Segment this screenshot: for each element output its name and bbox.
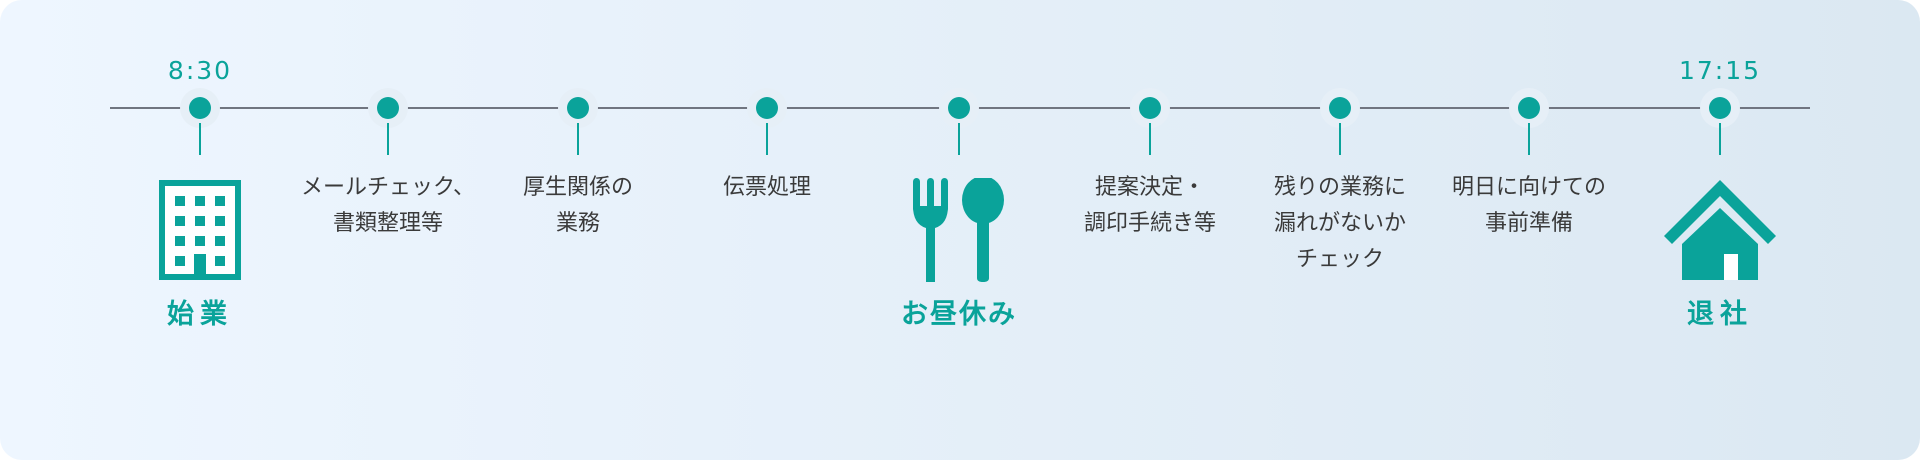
timeline-dot	[1139, 97, 1161, 119]
timeline-tick	[1528, 123, 1530, 155]
timeline-tick	[1339, 123, 1341, 155]
task-label: メールチェック、 書類整理等	[300, 175, 476, 236]
timeline-tick	[1719, 123, 1721, 155]
timeline-dot	[1709, 97, 1731, 119]
timeline-tick	[766, 123, 768, 155]
main-label-leave: 退社	[1687, 299, 1753, 330]
main-label-start: 始業	[167, 299, 233, 330]
timeline-dot	[948, 97, 970, 119]
task-label: 明日に向けての 事前準備	[1451, 175, 1606, 236]
timeline-dot	[1518, 97, 1540, 119]
timeline-dot	[756, 97, 778, 119]
fork-spoon-icon	[913, 178, 1004, 282]
task-label: 残りの業務に 漏れがないか チェック	[1273, 175, 1406, 272]
timeline-dot	[1329, 97, 1351, 119]
timeline-tick	[387, 123, 389, 155]
node-time: 17:15	[1678, 56, 1762, 85]
office-building-icon	[159, 180, 241, 280]
timeline-dot	[377, 97, 399, 119]
timeline-tick	[199, 123, 201, 155]
timeline-tick	[577, 123, 579, 155]
task-label: 伝票処理	[722, 175, 811, 200]
task-label: 厚生関係の 業務	[522, 175, 633, 236]
main-label-lunch: お昼休み	[901, 299, 1017, 330]
timeline-tick	[1149, 123, 1151, 155]
house-icon	[1664, 180, 1776, 280]
node-time: 8:30	[167, 56, 233, 85]
timeline-dot	[189, 97, 211, 119]
timeline-dot	[567, 97, 589, 119]
task-label: 提案決定・ 調印手続き等	[1083, 175, 1216, 236]
timeline-tick	[958, 123, 960, 155]
